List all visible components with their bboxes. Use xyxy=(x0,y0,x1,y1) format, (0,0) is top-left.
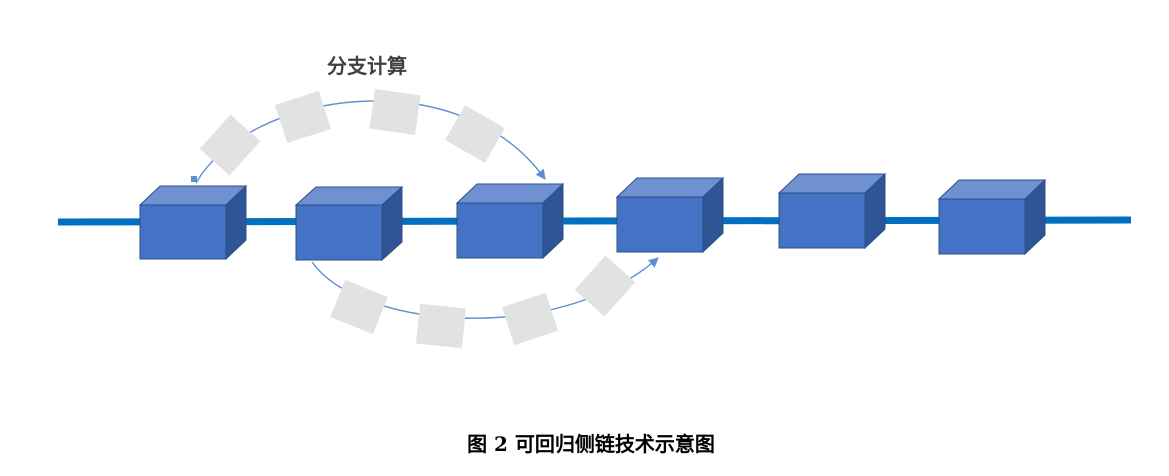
upper-branch-block xyxy=(369,88,421,136)
lower-branch-block xyxy=(330,279,388,335)
main-chain-block xyxy=(937,178,1047,256)
upper-branch-blocks xyxy=(199,88,505,176)
upper-branch-block xyxy=(199,114,261,176)
upper-branch-arrow-tail xyxy=(191,176,197,182)
main-chain-block xyxy=(615,176,725,254)
figure-caption: 图 2 可回归侧链技术示意图 xyxy=(467,432,715,456)
main-chain-block xyxy=(455,182,565,260)
main-chain-block xyxy=(294,185,404,262)
lower-branch-block xyxy=(501,292,559,346)
main-chain-block xyxy=(138,184,248,261)
main-chain-block xyxy=(777,172,887,250)
lower-branch-block xyxy=(416,303,466,349)
branch-computation-label: 分支计算 xyxy=(327,54,407,78)
lower-branch-block xyxy=(574,255,636,317)
upper-branch-block xyxy=(274,90,332,144)
upper-branch-block xyxy=(445,105,505,163)
lower-branch-blocks xyxy=(330,255,636,349)
main-chain-blocks xyxy=(138,172,1047,262)
